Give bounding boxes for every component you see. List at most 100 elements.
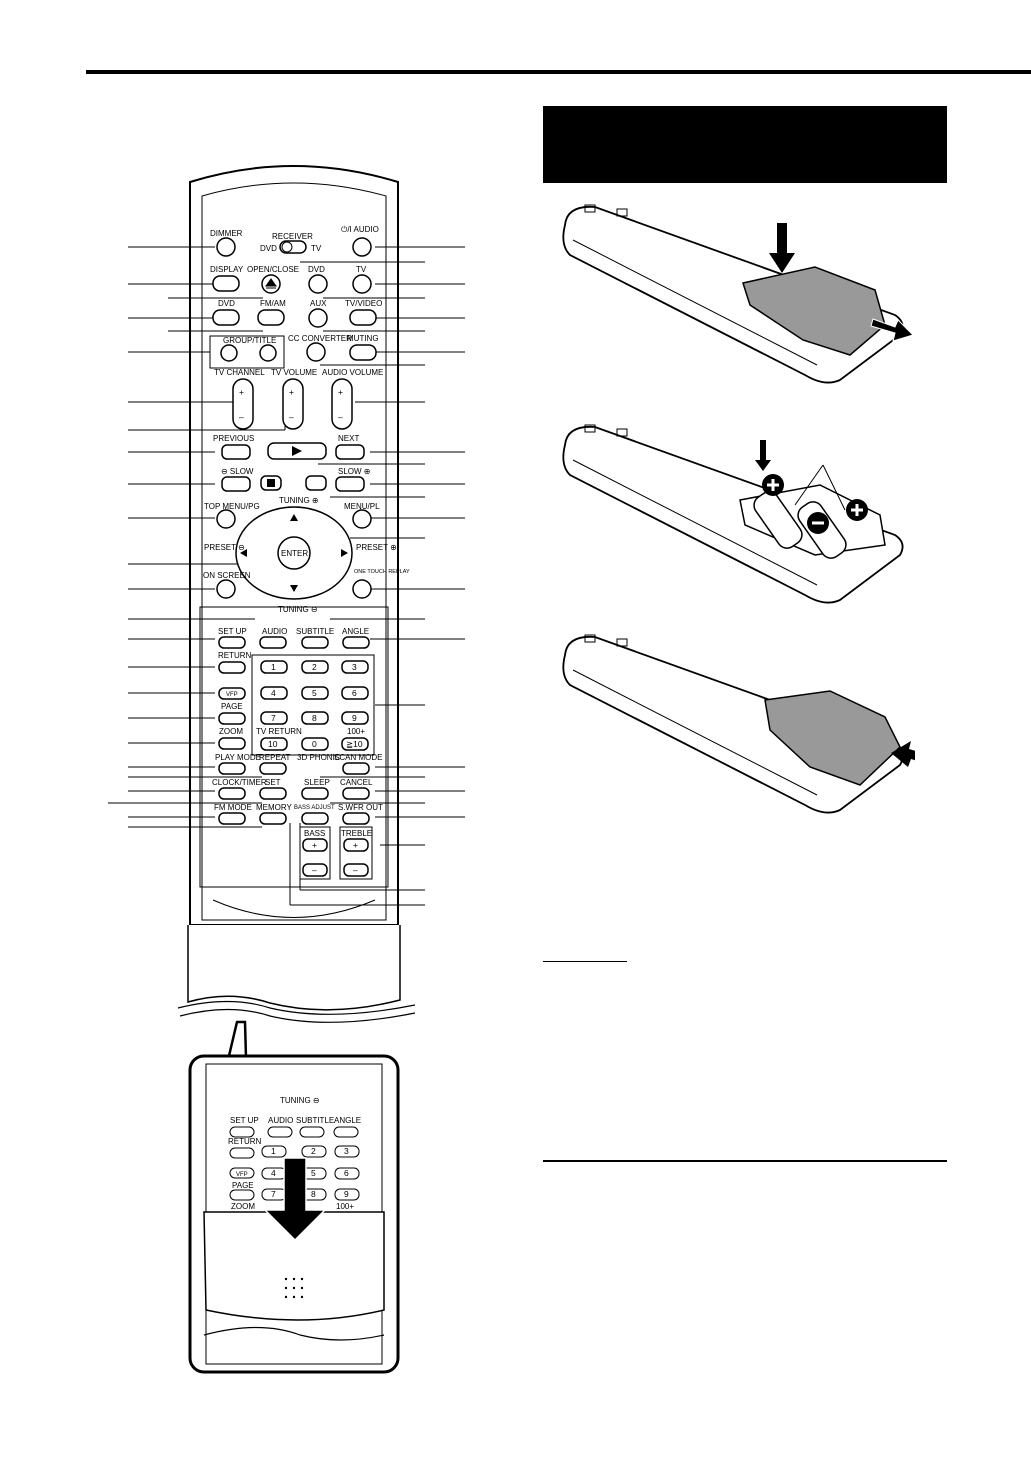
minus-label: – [312, 865, 317, 875]
memory-label: MEMORY [256, 803, 293, 812]
ten-plus-button[interactable] [341, 737, 369, 751]
cancel-button[interactable] [342, 787, 370, 800]
angle-button[interactable] [342, 636, 370, 649]
dimmer-button[interactable] [216, 237, 236, 257]
aux-button[interactable] [308, 308, 328, 328]
battery-step-3-illustration [562, 634, 915, 814]
battery-cover-closing [764, 690, 901, 786]
digit-label: 8 [312, 713, 317, 723]
digit-4-button[interactable] [260, 686, 288, 700]
zoom-button[interactable] [218, 737, 246, 750]
digit-0-button[interactable] [301, 737, 329, 751]
on-screen-button[interactable] [216, 579, 236, 599]
sleep-label: SLEEP [304, 778, 330, 787]
return-label: RETURN [218, 651, 252, 660]
pause-button[interactable] [305, 475, 327, 491]
digit-label: 5 [312, 688, 317, 698]
treble-minus-button[interactable] [343, 863, 369, 877]
fm-am-button[interactable] [257, 309, 285, 326]
tv-video-button[interactable] [349, 309, 377, 326]
dvd-power-button[interactable] [308, 274, 328, 294]
previous-label: PREVIOUS [213, 434, 254, 443]
bass-minus-button[interactable] [302, 863, 328, 877]
set-up-label: SET UP [218, 627, 247, 636]
digit-8-button[interactable] [301, 711, 329, 725]
dvd-button[interactable] [212, 309, 240, 326]
subtitle-label: SUBTITLE [296, 627, 334, 636]
play-mode-button[interactable] [218, 762, 246, 775]
swfr-out-label: S.WFR OUT [338, 803, 383, 812]
tv-power-button[interactable] [352, 274, 372, 294]
subtitle-button[interactable] [301, 636, 329, 649]
audio-power-button[interactable] [352, 237, 372, 257]
digit-2-button[interactable] [301, 660, 329, 674]
bass-plus-button[interactable] [302, 838, 328, 852]
tv-volume-rocker[interactable] [282, 378, 304, 430]
digit-5-button[interactable] [301, 686, 329, 700]
digit-3-button[interactable] [341, 660, 369, 674]
dvd-switch-label: DVD [260, 244, 277, 253]
page-button[interactable] [218, 712, 246, 725]
minus-label: – [353, 865, 358, 875]
slow-reverse-button[interactable] [221, 476, 251, 492]
clock-timer-button[interactable] [218, 787, 246, 800]
digit-6-button[interactable] [341, 686, 369, 700]
section-title-bar [543, 106, 947, 183]
one-touch-replay-button[interactable] [352, 579, 372, 599]
slow-forward-button[interactable] [335, 476, 365, 492]
numeric-keypad: 1 2 3 4 5 6 7 8 9 TV RETURN 10 0 100+ ≧1… [256, 660, 369, 751]
repeat-button[interactable] [259, 762, 287, 775]
digit-7-button[interactable] [260, 711, 288, 725]
power-audio-label: ⏻/I AUDIO [341, 225, 379, 234]
menu-pl-button[interactable] [352, 509, 372, 529]
digit-10-button[interactable] [260, 737, 288, 751]
play-icon [292, 446, 302, 456]
audio-button[interactable] [259, 636, 287, 649]
return-button[interactable] [218, 661, 246, 674]
right-arrow-icon [341, 549, 348, 557]
clock-timer-label: CLOCK/TIMER [212, 778, 267, 787]
group-prev-button[interactable] [220, 344, 238, 362]
scan-mode-label: SCAN MODE [334, 753, 382, 762]
battery-cover-removed [742, 266, 886, 356]
sleep-button[interactable] [301, 787, 329, 800]
enter-button[interactable] [277, 536, 311, 570]
memory-button[interactable] [259, 812, 287, 825]
muting-button[interactable] [349, 344, 377, 361]
ten-plus-label: ≧10 [346, 739, 363, 749]
vfp-button[interactable] [218, 687, 246, 700]
plus-label: + [289, 387, 294, 397]
top-menu-button[interactable] [216, 509, 236, 529]
digit-1-button[interactable] [260, 660, 288, 674]
digit-9-button[interactable] [341, 711, 369, 725]
fm-mode-button[interactable] [218, 812, 246, 825]
set-button[interactable] [259, 787, 287, 800]
menu-pl-label: MENU/PL [344, 502, 380, 511]
scan-mode-button[interactable] [342, 762, 370, 775]
tv-channel-rocker[interactable] [232, 378, 254, 430]
receiver-label: RECEIVER [272, 232, 313, 241]
next-button[interactable] [335, 444, 365, 460]
display-button[interactable] [212, 275, 240, 292]
slide-down-arrow-icon [263, 1157, 327, 1242]
cc-converter-button[interactable] [306, 342, 326, 362]
battery-lid [187, 925, 401, 1011]
group-next-button[interactable] [259, 344, 277, 362]
audio-volume-rocker[interactable] [331, 378, 353, 430]
muting-label: MUTING [347, 334, 379, 343]
set-label: SET [265, 778, 281, 787]
3d-phonic-label: 3D PHONIC [297, 753, 341, 762]
slow-minus-label: ⊖ SLOW [221, 467, 254, 476]
bass-adjust-button[interactable] [301, 812, 329, 825]
digit-label: 8 [311, 1189, 316, 1199]
set-up-button[interactable] [218, 636, 246, 649]
audio-volume-label: AUDIO VOLUME [322, 368, 383, 377]
digit-label: 9 [352, 713, 357, 723]
previous-button[interactable] [221, 444, 251, 460]
dimmer-label: DIMMER [210, 229, 243, 238]
up-arrow-icon [290, 514, 298, 521]
swfr-out-button[interactable] [342, 812, 370, 825]
treble-plus-button[interactable] [343, 838, 369, 852]
down-arrow-icon [290, 585, 298, 592]
plus-label: + [312, 840, 317, 850]
